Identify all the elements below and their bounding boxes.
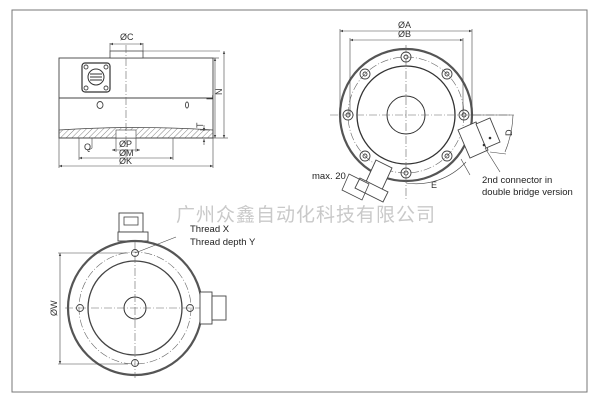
connector-icon — [81, 62, 111, 93]
watermark-text: 广州众鑫自动化科技有限公司 — [176, 204, 436, 226]
note-line-1: 2nd connector in — [482, 175, 552, 186]
label-diam-c: ØC — [120, 32, 134, 42]
label-diam-w: ØW — [49, 300, 59, 316]
label-l: L — [205, 95, 215, 100]
label-thread-x: Thread X — [190, 224, 230, 235]
label-max: max. 20 — [312, 171, 346, 182]
label-d: D — [504, 129, 514, 136]
note-line-2: double bridge version — [482, 187, 573, 198]
label-n: N — [214, 89, 224, 96]
label-e: E — [431, 180, 437, 190]
label-diam-p: ØP — [119, 139, 132, 149]
connector-icon — [341, 159, 393, 203]
label-thread-depth: Thread depth Y — [190, 237, 256, 248]
label-t: T — [195, 122, 205, 128]
label-diam-m: ØM — [119, 148, 134, 158]
side-view: Q ØC L N T ØP ØM ØK — [58, 32, 228, 168]
label-q: Q — [84, 142, 91, 152]
label-diam-k: ØK — [119, 156, 132, 166]
connector-icon — [457, 117, 501, 159]
label-diam-a: ØA — [398, 20, 411, 30]
label-diam-b: ØB — [398, 29, 411, 39]
bolt-holes — [342, 51, 470, 179]
top-view: ØA ØB D E max. 20 2nd connector in doubl… — [312, 20, 573, 203]
bottom-view: Thread X Thread depth Y ØW — [49, 212, 256, 378]
drawing-frame — [11, 9, 588, 393]
